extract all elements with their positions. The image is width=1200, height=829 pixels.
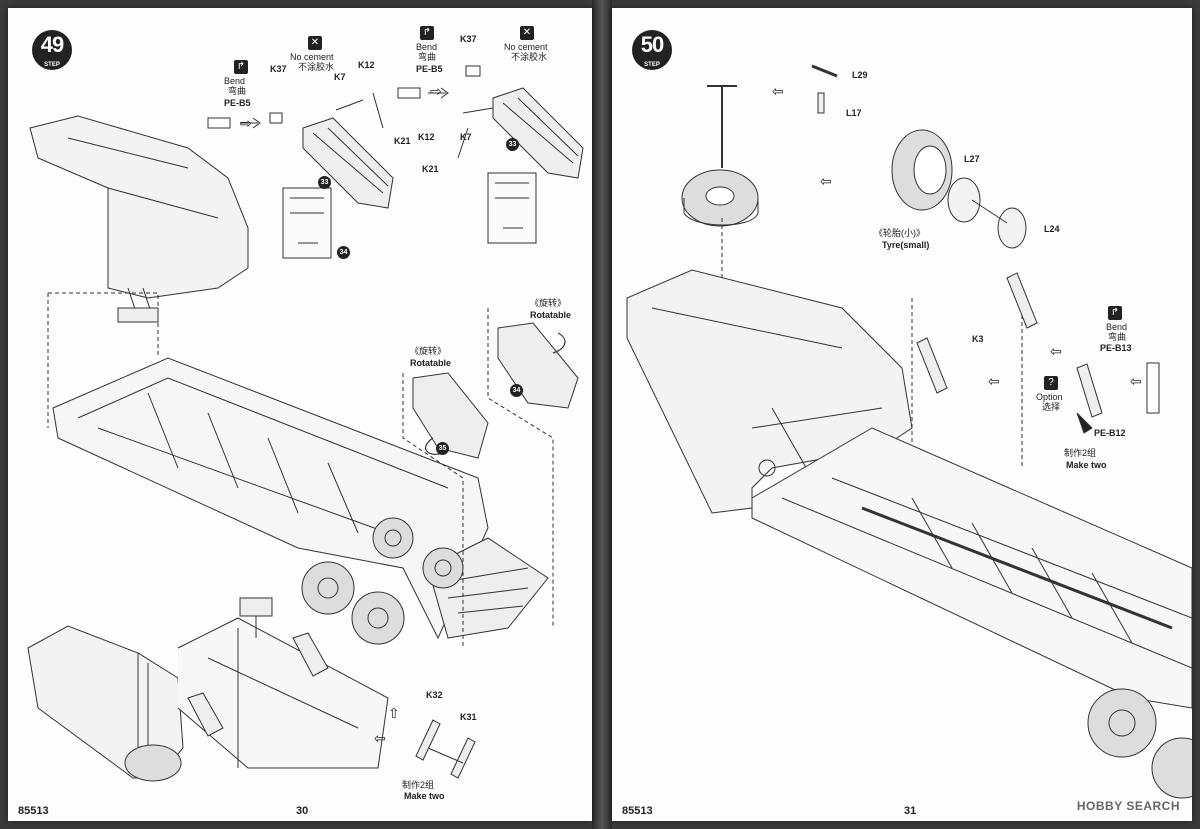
option-label: Option (1036, 392, 1063, 402)
part-label: K7 (460, 132, 472, 142)
product-code: 85513 (622, 805, 653, 817)
bend-icon: ↱ (420, 26, 434, 40)
arrow-icon: ⇦ (820, 173, 832, 189)
arrow-icon: ⇦ (374, 730, 386, 746)
part-label: L24 (1044, 224, 1060, 234)
part-label: K32 (426, 690, 443, 700)
rotatable-label-cn: 《旋转》 (530, 298, 567, 308)
option-icon: ? (1044, 376, 1058, 390)
assembly-drawing-left (27, 65, 584, 782)
arrow-icon: ⇦ (988, 373, 1000, 389)
arrow-icon: ⇦ (1050, 343, 1062, 359)
callout-badge: 33 (318, 176, 331, 189)
arrow-icon: ⇨ (240, 115, 252, 131)
part-label: K21 (422, 164, 439, 174)
rotatable-label: Rotatable (530, 310, 572, 320)
arrow-icon: ⇧ (388, 705, 400, 721)
callout-badge: 35 (436, 442, 449, 455)
arrow-icon: ⇨ (430, 83, 442, 99)
product-code: 85513 (18, 805, 49, 817)
part-label: K21 (394, 136, 411, 146)
make-two-label: Make two (404, 791, 445, 801)
instruction-page-right: 50 STEP ⇦ ⇦ ⇦ ⇦ ⇦ L29 L17 L27 L24 《轮胎(小)… (612, 8, 1192, 821)
rotatable-label-cn: 《旋转》 (410, 346, 447, 356)
part-label: L29 (852, 70, 868, 80)
tyre-label-cn: 《轮胎(小)》 (874, 228, 925, 238)
no-cement-label-cn: 不涂胶水 (298, 62, 335, 72)
part-label: K3 (972, 334, 984, 344)
part-label: K7 (334, 72, 346, 82)
bend-label-cn: 弯曲 (228, 86, 247, 96)
no-cement-label-cn: 不涂胶水 (511, 52, 548, 62)
bend-icon: ↱ (1108, 306, 1122, 320)
part-label: PE-B5 (416, 64, 443, 74)
no-cement-icon: ✕ (308, 36, 322, 50)
page-number: 30 (296, 805, 309, 817)
bend-label: Bend (416, 42, 438, 52)
bend-label: Bend (224, 76, 246, 86)
callout-badge: 34 (510, 384, 523, 397)
part-label: L17 (846, 108, 862, 118)
tyre-label: Tyre(small) (882, 240, 930, 250)
bend-label-cn: 弯曲 (1108, 332, 1127, 342)
step-badge: 49 STEP (32, 30, 72, 70)
bend-label-cn: 弯曲 (418, 52, 437, 62)
callout-badge: 33 (506, 138, 519, 151)
make-two-label-cn: 制作2组 (1064, 448, 1097, 458)
callout-badge: 34 (337, 246, 350, 259)
part-label: K31 (460, 712, 477, 722)
step-badge: 50 STEP (632, 30, 672, 70)
bend-icon: ↱ (234, 60, 248, 74)
no-cement-label: No cement (504, 42, 548, 52)
no-cement-label: No cement (290, 52, 334, 62)
part-label: PE-B12 (1094, 428, 1126, 438)
part-label: PE-B5 (224, 98, 251, 108)
make-two-label: Make two (1066, 460, 1107, 470)
watermark: HOBBY SEARCH (1076, 799, 1180, 813)
page-number: 31 (904, 805, 917, 817)
part-label: K37 (270, 64, 287, 74)
arrow-icon: ⇦ (1130, 373, 1142, 389)
assembly-drawing-right (626, 64, 1192, 799)
make-two-label-cn: 制作2组 (402, 780, 435, 790)
part-label: K12 (358, 60, 375, 70)
arrow-icon: ⇦ (772, 83, 784, 99)
part-label: PE-B13 (1100, 343, 1132, 353)
instruction-page-left: 49 STEP ⇨ ⇨ ⇧ ⇦ ↱ Bend 弯曲 PE-B5 ✕ No cem… (8, 8, 592, 821)
part-label: K12 (418, 132, 435, 142)
no-cement-icon: ✕ (520, 26, 534, 40)
option-label-cn: 选择 (1042, 402, 1061, 412)
book-gutter (592, 0, 612, 829)
bend-label: Bend (1106, 322, 1128, 332)
part-label: K37 (460, 34, 477, 44)
rotatable-label: Rotatable (410, 358, 452, 368)
part-label: L27 (964, 154, 980, 164)
